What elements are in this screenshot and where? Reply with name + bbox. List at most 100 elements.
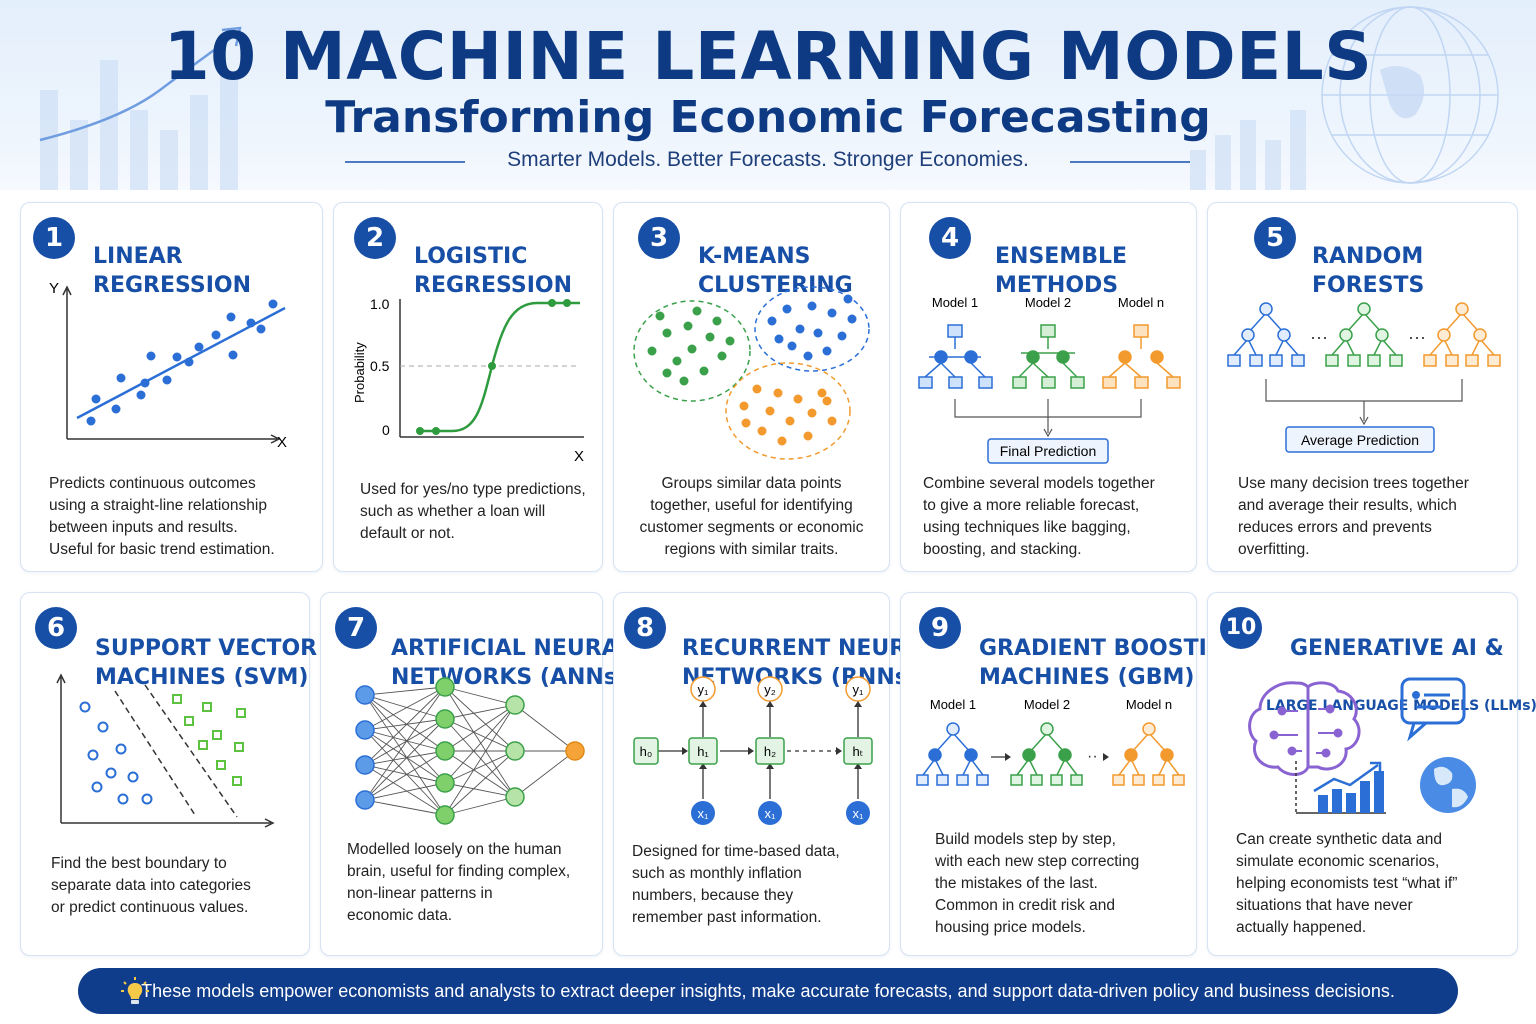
network-connection [364,729,446,784]
footer-text: These models empower economists and anal… [141,980,1395,1001]
ensemble-diagram: Model 1 Model 2 Model n [918,295,1181,464]
tree-blue [1227,302,1305,367]
tagline-divider-right [1070,161,1190,163]
network-connection [364,718,446,801]
card-description: Find the best boundary to separate data … [51,855,251,916]
network-connection [364,764,446,784]
network-node [435,677,455,697]
model-label: Model 1 [932,295,978,310]
axis-y-label: Probability [352,342,367,403]
network-node [355,720,375,740]
network-connection [364,694,446,752]
network-connection [444,686,516,706]
svg-text:··: ·· [1087,748,1098,765]
network-node [435,741,455,761]
network-node [505,787,525,807]
network-node [355,790,375,810]
card-description: Designed for time-based data, such as mo… [632,843,840,926]
network-connection [444,750,516,784]
network-connection [364,764,446,816]
network-connection [444,686,516,752]
cluster-blue [767,294,857,361]
tree-green [1325,302,1403,367]
card-description: Combine several models together to give … [923,475,1155,558]
network-connection [364,782,446,801]
rnn-hidden: h₀ [640,744,653,759]
network-connection [364,729,446,816]
card-number-badge: 2 [354,217,396,259]
cluster-orange [739,384,837,446]
model-label: Model 2 [1025,295,1071,310]
network-connection [364,718,446,766]
network-node [435,773,455,793]
header-background-decoration [39,6,1499,190]
network-connection [444,782,516,798]
card-number-badge: 3 [638,217,680,259]
network-node [355,685,375,705]
card-number-badge: 10 [1220,607,1262,649]
card-number-badge: 7 [335,607,377,649]
header-banner: 10 MACHINE LEARNING MODELS Transforming … [0,0,1536,190]
network-connection [364,686,446,731]
model-label: Model 1 [930,697,976,712]
rnn-input: x₁ [765,806,777,821]
card-description: Groups similar data points together, use… [639,475,864,558]
rnn-hidden: h₁ [697,744,709,759]
card-description: Predicts continuous outcomes using a str… [49,475,275,558]
card-generative-ai: 10 GENERATIVE AI & LARGE LANGUAGE MODELS… [1207,592,1536,956]
network-node [435,805,455,825]
network-connection [364,694,446,784]
rnn-input: x₁ [698,806,710,821]
rnn-output: y₁ [698,682,710,697]
axis-y-label: Y [49,280,59,297]
rnn-output: y₁ [853,682,865,697]
network-connection [444,686,516,798]
page-subtitle: Transforming Economic Forecasting [325,92,1211,143]
card-number-badge: 5 [1254,217,1296,259]
rnn-hidden: h₂ [764,744,776,759]
network-connection [444,704,516,752]
final-prediction-label: Final Prediction [1000,443,1097,459]
network-node [565,741,585,761]
rnn-output: y₂ [764,682,776,697]
average-prediction-box [1285,426,1435,453]
network-connection [364,729,446,752]
chat-bubble-icon [1400,677,1466,742]
random-forest-diagram: ··· ··· Average Prediction [1227,302,1501,453]
network-connection [514,704,576,752]
generative-ai-illustration [1248,677,1476,814]
network-connection [444,704,516,816]
tree-orange [1423,302,1501,367]
network-node [505,695,525,715]
lightbulb-icon [121,977,149,1004]
footer-banner: These models empower economists and anal… [78,968,1458,1014]
card-number-badge: 4 [929,217,971,259]
axis-x-label: X [574,448,584,465]
model-label: Model 2 [1024,697,1070,712]
svg-text:···: ··· [1310,327,1328,347]
rnn-input: x₁ [853,806,865,821]
model-label: Model n [1126,697,1172,712]
network-connection [444,704,516,784]
card-number-badge: 9 [919,607,961,649]
model-label: Model n [1118,295,1164,310]
card-description: Can create synthetic data and simulate e… [1236,831,1458,936]
network-connection [444,718,516,752]
card-number-badge: 1 [33,217,75,259]
brain-icon [1248,681,1361,776]
tree-green [1012,324,1085,389]
network-node [505,741,525,761]
logistic-regression-chart: 1.0 0.5 0 Probability X [352,296,584,465]
page-title: 10 MACHINE LEARNING MODELS [163,18,1373,95]
